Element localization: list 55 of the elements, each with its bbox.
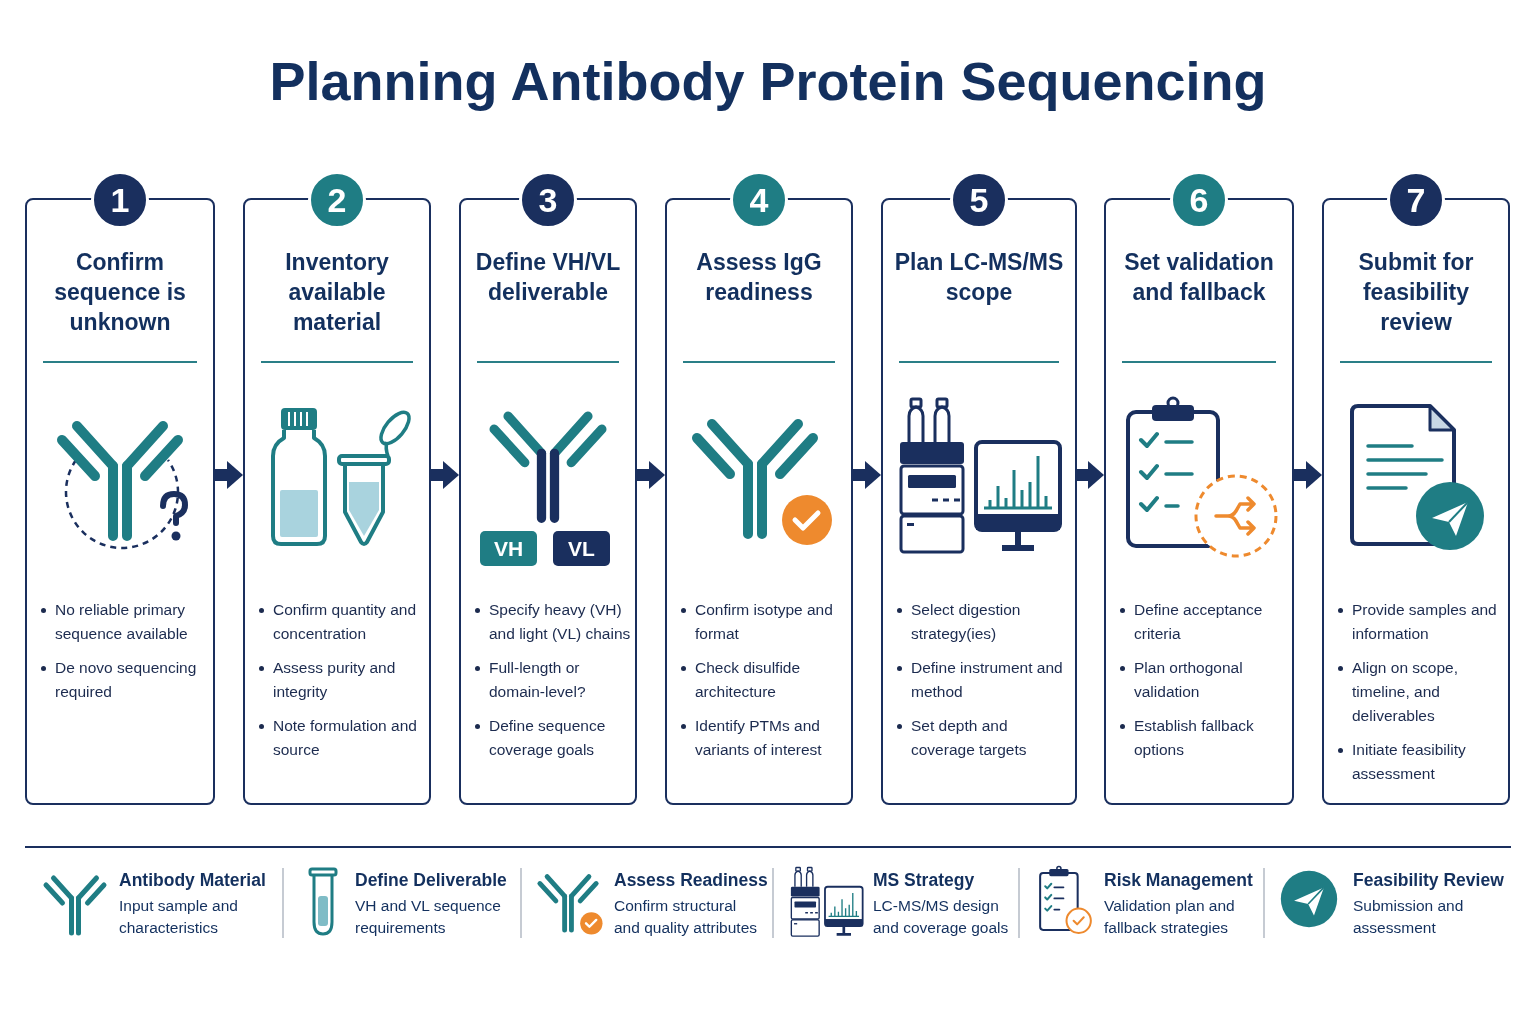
list-item: Assess purity and integrity: [257, 656, 427, 704]
category-title: Feasibility Review: [1353, 869, 1504, 891]
list-item: Align on scope, timeline, and deliverables: [1336, 656, 1506, 728]
step-number: 3: [519, 171, 577, 229]
list-item: Full-length or domain-level?: [473, 656, 633, 704]
arrow: [431, 461, 459, 489]
arrow: [1077, 461, 1104, 489]
list-item: Define sequence coverage goals: [473, 714, 633, 762]
step-heading: Inventory available material: [284, 248, 390, 337]
category-description: VH and VL sequence requirements: [355, 896, 502, 938]
list-item: Select digestion strategy(ies): [895, 598, 1073, 646]
list-item: Confirm quantity and concentration: [257, 598, 427, 646]
category-description: Input sample and characteristics: [119, 896, 239, 938]
step-number: 1: [91, 171, 149, 229]
list-item: Set depth and coverage targets: [895, 714, 1073, 762]
list-item: Specify heavy (VH) and light (VL) chains: [473, 598, 633, 646]
step-number: 5: [950, 171, 1008, 229]
category-description: Confirm structural and quality attributes: [614, 896, 759, 938]
arrow: [853, 461, 881, 489]
arrow: [1294, 461, 1322, 489]
arrow: [637, 461, 665, 489]
category-title: Risk Management: [1104, 869, 1253, 891]
category-description: LC-MS/MS design and coverage goals: [873, 896, 1010, 938]
list-item: Note formulation and source: [257, 714, 427, 762]
step-number: 4: [730, 171, 788, 229]
step-number: 7: [1387, 171, 1445, 229]
list-item: Confirm isotype and format: [679, 598, 849, 646]
list-item: Initiate feasibility assessment: [1336, 738, 1506, 786]
category-title: Assess Readiness: [614, 869, 768, 891]
category-description: Validation plan and fallback strategies: [1104, 896, 1236, 938]
list-item: Establish fallback options: [1118, 714, 1290, 762]
list-item: Check disulfide architecture: [679, 656, 849, 704]
step-heading: Submit for feasibility review: [1357, 248, 1475, 337]
list-item: De novo sequencing required: [39, 656, 211, 704]
chain-tag: VH: [480, 531, 537, 566]
category-title: MS Strategy: [873, 869, 975, 891]
step-heading: Plan LC-MS/MS scope: [893, 248, 1065, 307]
category-description: Submission and assessment: [1353, 896, 1465, 938]
step-number: 6: [1170, 171, 1228, 229]
title: Planning Antibody Protein Sequencing: [269, 50, 1267, 113]
list-item: No reliable primary sequence available: [39, 598, 211, 646]
category-title: Define Deliverable: [355, 869, 507, 891]
step-number: 2: [308, 171, 366, 229]
step-heading: Set validation and fallback: [1123, 248, 1275, 307]
list-item: Identify PTMs and variants of interest: [679, 714, 849, 762]
list-item: Define acceptance criteria: [1118, 598, 1290, 646]
list-item: Plan orthogonal validation: [1118, 656, 1290, 704]
step-heading: Assess IgG readiness: [695, 248, 823, 307]
step-heading: Confirm sequence is unknown: [53, 248, 187, 337]
category-title: Antibody Material: [119, 869, 266, 891]
list-item: Define instrument and method: [895, 656, 1073, 704]
step-heading: Define VH/VL deliverable: [474, 248, 622, 307]
arrow: [215, 461, 243, 489]
list-item: Provide samples and information: [1336, 598, 1506, 646]
chain-tag: VL: [553, 531, 610, 566]
